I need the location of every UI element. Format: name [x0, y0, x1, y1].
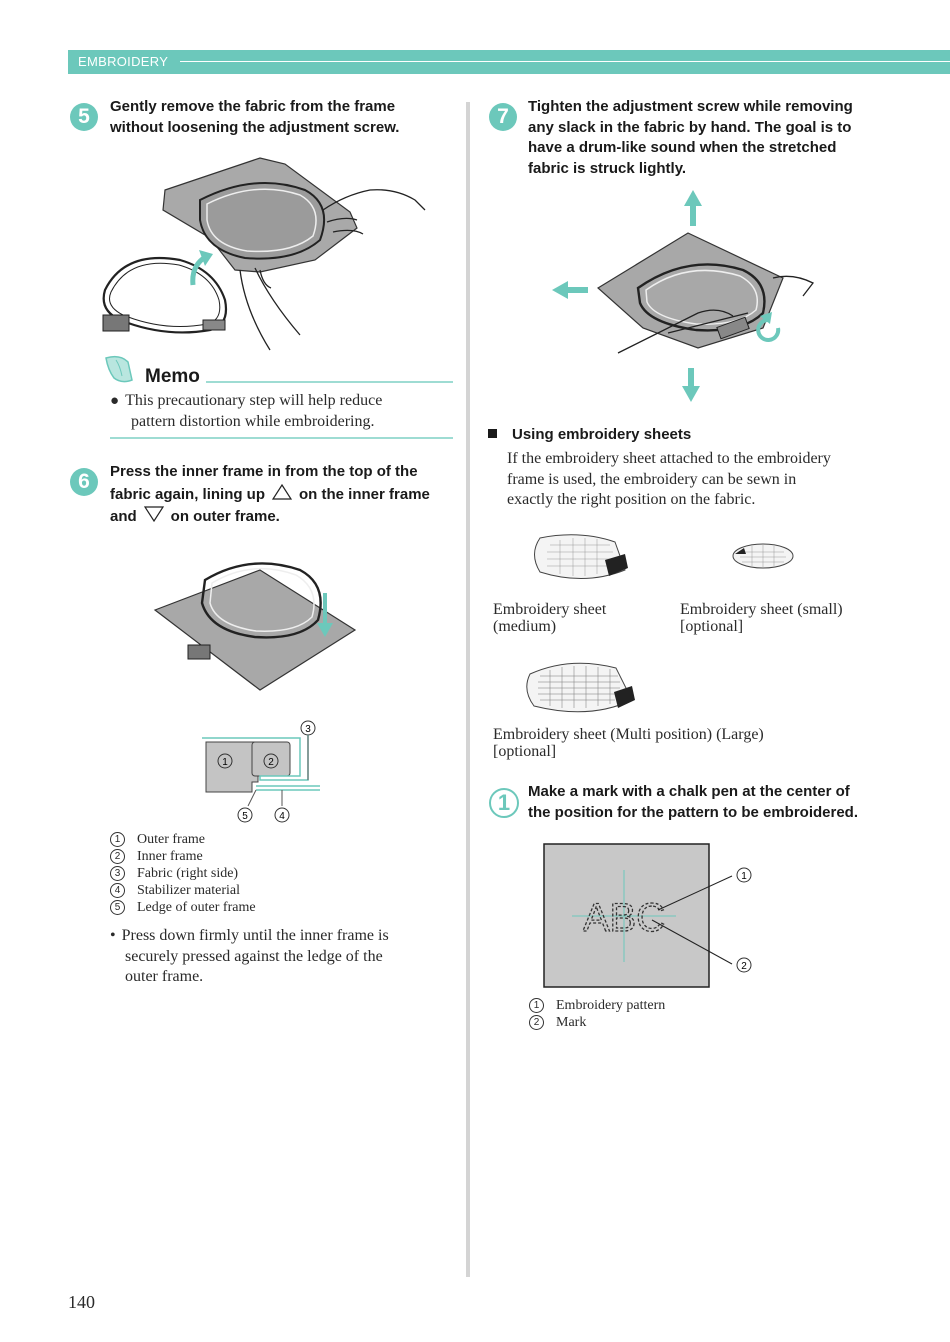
- sheet-medium-image: [534, 534, 628, 579]
- sheets-desc-line-3: exactly the right position on the fabric…: [507, 491, 756, 508]
- bullet-dot: ●: [110, 393, 120, 409]
- step-6-line-2b: on the inner frame: [299, 485, 430, 503]
- memo-icon: [105, 355, 133, 383]
- step-6-note: • Press down firmly until the inner frame…: [110, 926, 389, 988]
- step-6-badge: 6: [70, 468, 98, 496]
- note-line-1: Press down firmly until the inner frame …: [121, 927, 389, 944]
- chalk-mark-diagram: ABC 1 2: [543, 843, 752, 988]
- sheet-small-image: [732, 543, 794, 569]
- step-6-line-3b: on outer frame.: [170, 508, 280, 525]
- memo-top-rule: [206, 381, 453, 383]
- diagram-label-4: 4: [279, 811, 285, 822]
- sheets-heading: Using embroidery sheets: [488, 426, 691, 443]
- diagram-label-2: 2: [741, 961, 747, 972]
- step-5-line-1: Gently remove the fabric from the frame: [110, 98, 396, 115]
- section-header-bar: [68, 50, 950, 74]
- step-5-text: Gently remove the fabric from the frame …: [110, 97, 399, 138]
- step-6-text: Press the inner frame in from the top of…: [110, 462, 430, 528]
- section-label: EMBROIDERY: [78, 54, 169, 69]
- sheet-small-label: Embroidery sheet (small)[optional]: [680, 601, 843, 635]
- sheets-desc-line-1: If the embroidery sheet attached to the …: [507, 450, 831, 467]
- step-1-badge: 1: [489, 788, 519, 818]
- step-7-line-2: any slack in the fabric by hand. The goa…: [528, 118, 852, 136]
- step-7-line-3: have a drum-like sound when the stretche…: [528, 139, 837, 156]
- memo-bottom-rule: [110, 437, 453, 439]
- step-1-text: Make a mark with a chalk pen at the cent…: [528, 782, 858, 823]
- note-line-3: outer frame.: [125, 968, 204, 985]
- memo-line-1: This precautionary step will help reduce: [125, 392, 383, 409]
- step-5-badge: 5: [70, 103, 98, 131]
- step-7-text: Tighten the adjustment screw while remov…: [528, 97, 853, 179]
- step-7-badge: 7: [489, 103, 517, 131]
- diagram-label-2: 2: [268, 757, 274, 768]
- sheets-desc-line-2: frame is used, the embroidery can be sew…: [507, 470, 797, 488]
- diagram-label-5: 5: [242, 811, 248, 822]
- step-7-line-1: Tighten the adjustment screw while remov…: [528, 98, 853, 115]
- memo-title: Memo: [145, 366, 200, 387]
- step-6-line-3a: and: [110, 508, 137, 525]
- sheets-description: If the embroidery sheet attached to the …: [507, 449, 831, 511]
- note-line-2: securely pressed against the ledge of th…: [125, 947, 383, 965]
- frame-cross-section-diagram: 1 2 3 4 5: [202, 720, 320, 823]
- embroidery-pattern-text: ABC: [583, 896, 665, 940]
- step-5-line-2: without loosening the adjustment screw.: [110, 118, 400, 136]
- bullet-dot: •: [110, 927, 116, 944]
- step-1-line-1: Make a mark with a chalk pen at the cent…: [528, 783, 850, 800]
- diagram-label-3: 3: [305, 724, 311, 735]
- step-6-line-1: Press the inner frame in from the top of…: [110, 463, 418, 480]
- triangle-down-icon: [143, 506, 164, 523]
- memo-line-2: pattern distortion while embroidering.: [131, 412, 375, 430]
- triangle-up-icon: [271, 483, 293, 500]
- press-inner-frame-illustration: [153, 562, 357, 691]
- sheets-heading-text: Using embroidery sheets: [512, 426, 692, 443]
- step-6-line-2a: fabric again, lining up: [110, 485, 266, 503]
- step-1-line-2: the position for the pattern to be embro…: [528, 803, 859, 821]
- tighten-screw-illustration: [552, 190, 814, 402]
- column-divider: [466, 102, 470, 1277]
- header-rule: [180, 61, 950, 62]
- diagram-label-1: 1: [741, 871, 747, 882]
- sheet-large-image: [526, 662, 635, 713]
- remove-fabric-illustration: [102, 157, 426, 351]
- square-bullet: [488, 429, 497, 438]
- diagram-label-1: 1: [222, 757, 228, 768]
- page-number: 140: [68, 1292, 95, 1312]
- sheet-large-label: Embroidery sheet (Multi position) (Large…: [493, 726, 764, 760]
- step-7-line-4: fabric is struck lightly.: [528, 159, 687, 177]
- memo-body: ● This precautionary step will help reduc…: [110, 391, 382, 432]
- sheet-medium-label: Embroidery sheet(medium): [493, 601, 607, 635]
